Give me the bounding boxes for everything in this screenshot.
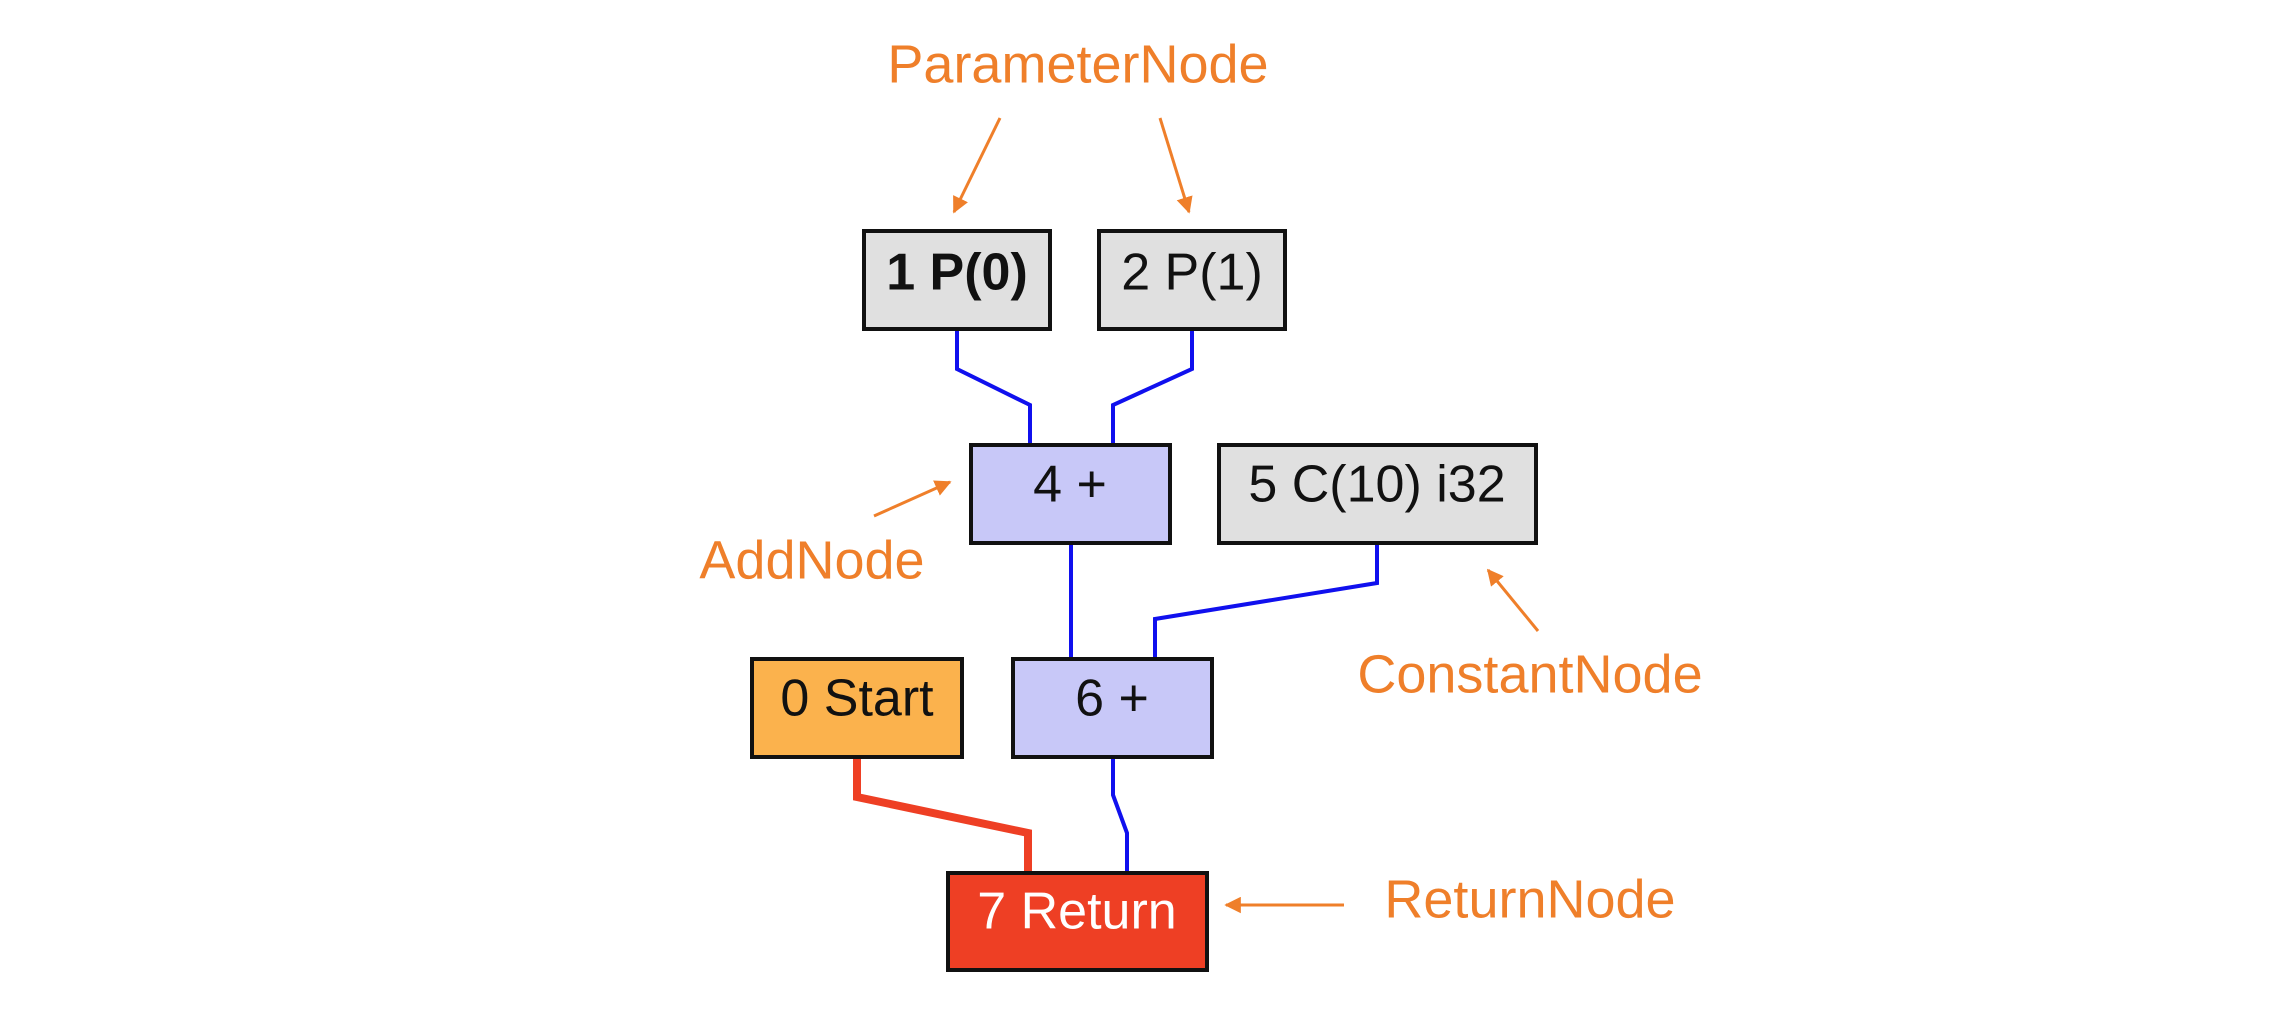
annotation-constant-node: ConstantNode <box>1357 644 1702 704</box>
node-add6-label: 6 + <box>1075 670 1149 728</box>
annotation-return-node: ReturnNode <box>1384 869 1675 929</box>
edges <box>853 329 1379 873</box>
node-add4-box <box>969 443 1172 545</box>
annotation-arrow-to-add4 <box>873 480 952 518</box>
node-const5-label: 5 C(10) i32 <box>1248 456 1505 514</box>
node-start0-box <box>750 657 964 759</box>
annotation-arrow-to-p1 <box>1158 117 1193 214</box>
node-p1-label: 2 P(1) <box>1121 244 1263 302</box>
node-start0: 0 Start <box>750 657 964 759</box>
annotations: ParameterNode AddNode ConstantNode Retur… <box>699 34 1702 929</box>
node-add4: 4 + <box>969 443 1172 545</box>
node-start0-label: 0 Start <box>780 670 934 728</box>
annotation-parameter-node: ParameterNode <box>887 34 1268 94</box>
node-const5: 5 C(10) i32 <box>1217 443 1538 545</box>
node-add6-box <box>1011 657 1214 759</box>
node-add4-label: 4 + <box>1033 456 1107 514</box>
node-return7-box <box>946 871 1209 972</box>
node-p1-box <box>1097 229 1287 331</box>
edge-start0-to-return7 <box>853 757 1032 873</box>
annotation-arrow-to-p0 <box>952 117 1002 214</box>
node-add6: 6 + <box>1011 657 1214 759</box>
node-p0-box <box>862 229 1052 331</box>
annotation-arrow-to-const5 <box>1486 568 1540 632</box>
node-p1: 2 P(1) <box>1097 229 1287 331</box>
node-p0: 1 P(0) <box>862 229 1052 331</box>
edge-p0-to-add4 <box>955 329 1032 445</box>
edge-add6-to-return7 <box>1111 757 1129 873</box>
node-p0-label: 1 P(0) <box>886 244 1028 302</box>
edge-p1-to-add4 <box>1111 329 1194 445</box>
edge-const5-to-add6 <box>1153 543 1379 659</box>
node-return7: 7 Return <box>946 871 1209 972</box>
node-return7-label: 7 Return <box>977 883 1176 941</box>
node-const5-box <box>1217 443 1538 545</box>
annotation-add-node: AddNode <box>699 530 924 590</box>
